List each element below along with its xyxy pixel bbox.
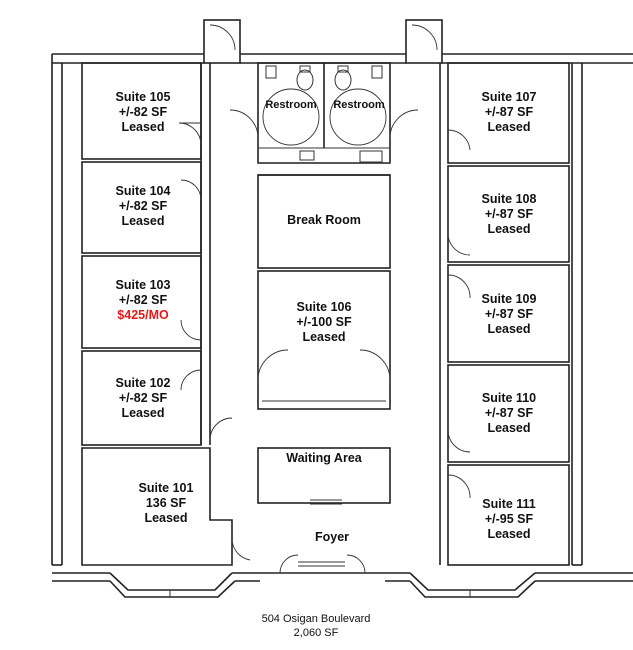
suite-area: +/-95 SF	[484, 512, 534, 526]
suite-name: Suite 110	[481, 391, 537, 405]
suite-name: Suite 106	[296, 300, 352, 314]
suite-name: Suite 101	[138, 481, 194, 495]
suite-area: +/-87 SF	[484, 307, 534, 321]
break-room-label: Break Room	[287, 213, 361, 227]
suite-103-label: Suite 103 +/-82 SF $425/MO	[116, 278, 171, 323]
door-swings	[178, 24, 471, 574]
suite-name: Suite 107	[481, 90, 537, 104]
suite-status: Leased	[121, 214, 165, 228]
suite-name: Suite 109	[481, 292, 537, 306]
suite-name: Suite 108	[481, 192, 537, 206]
restroom-fixtures	[262, 65, 387, 163]
suite-102-label: Suite 102 +/-82 SF Leased	[116, 376, 171, 421]
suite-status: Leased	[487, 322, 531, 336]
restroom-left-label: Restroom	[265, 99, 317, 111]
waiting-area-label: Waiting Area	[286, 451, 362, 465]
suite-106-label: Suite 106 +/-100 SF Leased	[296, 300, 351, 345]
suite-area: +/-82 SF	[118, 293, 168, 307]
suite-107-label: Suite 107 +/-87 SF Leased	[482, 90, 537, 135]
suite-status: Leased	[144, 511, 188, 525]
suite-status: Leased	[487, 421, 531, 435]
suite-111-label: Suite 111 +/-95 SF Leased	[482, 497, 536, 542]
suite-105-label: Suite 105 +/-82 SF Leased	[116, 90, 171, 135]
building-caption: 504 Osigan Boulevard 2,060 SF	[262, 612, 371, 640]
suite-109-label: Suite 109 +/-87 SF Leased	[482, 292, 537, 337]
center-walls	[257, 62, 391, 505]
suite-area: 136 SF	[145, 496, 187, 510]
building-total-area: 2,060 SF	[293, 627, 339, 639]
suite-status: Leased	[487, 120, 531, 134]
suite-area: +/-87 SF	[484, 207, 534, 221]
suite-name: Suite 102	[115, 376, 171, 390]
suite-price: $425/MO	[117, 308, 169, 322]
foyer-label: Foyer	[314, 530, 350, 544]
suite-area: +/-87 SF	[484, 105, 534, 119]
suite-area: +/-87 SF	[484, 406, 534, 420]
suite-status: Leased	[487, 527, 531, 541]
suite-name: Suite 111	[482, 497, 536, 511]
suite-108-label: Suite 108 +/-87 SF Leased	[482, 192, 537, 237]
suite-status: Leased	[487, 222, 531, 236]
left-suite-walls	[81, 62, 233, 566]
suite-name: Suite 105	[115, 90, 171, 104]
restroom-right-label: Restroom	[333, 99, 385, 111]
suite-area: +/-82 SF	[118, 199, 168, 213]
building-address: 504 Osigan Boulevard	[261, 613, 371, 625]
suite-area: +/-82 SF	[118, 105, 168, 119]
suite-status: Leased	[302, 330, 346, 344]
suite-status: Leased	[121, 120, 165, 134]
suite-area: +/-82 SF	[118, 391, 168, 405]
suite-area: +/-100 SF	[296, 315, 352, 329]
suite-name: Suite 103	[115, 278, 171, 292]
right-suite-walls	[439, 62, 570, 566]
suite-name: Suite 104	[115, 184, 171, 198]
suite-101-label: Suite 101 136 SF Leased	[139, 481, 194, 526]
suite-104-label: Suite 104 +/-82 SF Leased	[116, 184, 171, 229]
suite-110-label: Suite 110 +/-87 SF Leased	[482, 391, 536, 436]
suite-status: Leased	[121, 406, 165, 420]
